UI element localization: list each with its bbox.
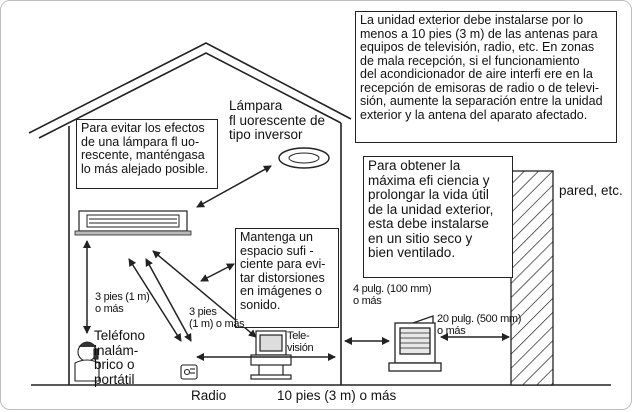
note-antenna-distance: La unidad exterior debe instalarse por l… — [355, 11, 617, 143]
arrow-box-indoor — [200, 263, 235, 282]
label-distance-3ft-phone: 3 pies (1 m) o más — [95, 291, 150, 315]
note-outdoor-unit-location: Para obtener la máxima efi ciencia y pro… — [363, 156, 513, 278]
label-television: Tele- visión — [287, 330, 314, 354]
note-fluorescent-lamp: Para evitar los efectos de una lámpara f… — [76, 119, 218, 189]
label-wall: pared, etc. — [559, 183, 623, 198]
note-sufficient-space: Mantenga un espacio sufi - ciente para e… — [235, 228, 339, 328]
television-icon — [250, 330, 292, 380]
telephone-person-icon — [74, 341, 100, 382]
label-cordless-phone: Teléfono inalám- brico o portátil — [94, 328, 146, 387]
radio-icon — [180, 364, 198, 380]
arrow-lamp-indoor — [196, 165, 272, 208]
label-fluorescent-lamp: Lámpara fl uorescente de tipo inversor — [229, 98, 326, 142]
label-floor-distance: 10 pies (3 m) o más — [277, 388, 397, 403]
label-radio: Radio — [191, 388, 227, 403]
indoor-unit-icon — [74, 210, 192, 236]
outdoor-unit-icon — [388, 315, 442, 372]
label-distance-20in: 20 pulg. (500 mm) o más — [437, 313, 522, 337]
house-outline — [28, 42, 352, 385]
fluorescent-lamp-icon — [278, 147, 330, 169]
wall-hatch — [510, 170, 554, 386]
label-distance-3ft-radio: 3 pies (1 m) o más — [189, 306, 245, 330]
label-distance-4in: 4 pulg. (100 mm) o más — [353, 283, 432, 307]
